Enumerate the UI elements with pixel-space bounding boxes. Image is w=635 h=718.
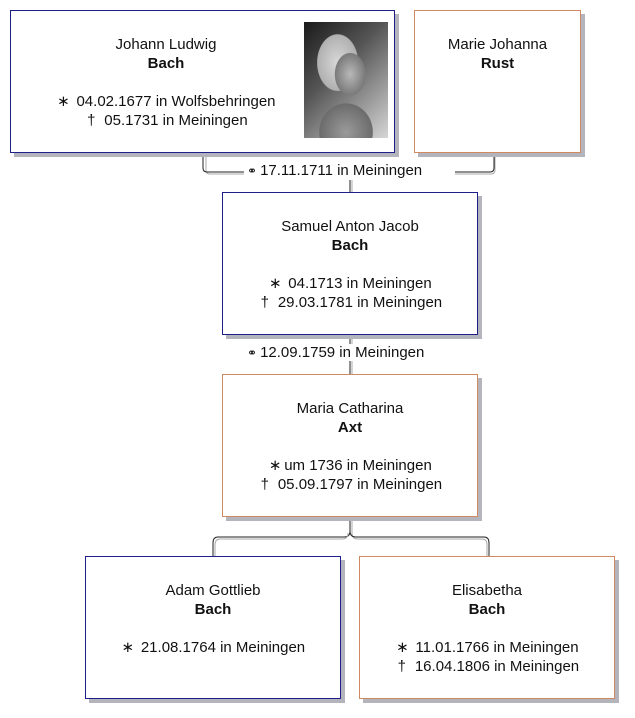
marriage-rings-icon: ⚭ [247, 164, 257, 178]
marriage-date: 17.11.1711 in Meiningen [260, 162, 423, 179]
person-card-adam-gottlieb[interactable]: Adam Gottlieb Bach ∗21.08.1764 in Meinin… [85, 556, 341, 699]
birth-event: ∗11.01.1766 in Meiningen [396, 639, 579, 656]
death-cross-icon: † [260, 294, 270, 311]
marriage-date: 12.09.1759 in Meiningen [260, 344, 425, 361]
portrait-photo[interactable] [304, 22, 388, 138]
birth-star-icon: ∗ [268, 457, 282, 474]
death-cross-icon: † [397, 658, 407, 675]
birth-event: ∗04.02.1677 in Wolfsbehringen [57, 93, 276, 110]
marriage-label: ⚭17.11.1711 in Meiningen [244, 162, 426, 179]
surname: Rust [480, 55, 515, 72]
birth-star-icon: ∗ [121, 639, 135, 656]
death-event: †16.04.1806 in Meiningen [360, 657, 614, 676]
birth-star-icon: ∗ [396, 639, 409, 656]
given-name: Johann Ludwig [115, 36, 217, 53]
marriage-label: ⚭12.09.1759 in Meiningen [244, 344, 428, 361]
given-name: Marie Johanna [447, 36, 548, 53]
birth-event: ∗21.08.1764 in Meiningen [121, 639, 306, 656]
given-name: Adam Gottlieb [165, 582, 261, 599]
death-event: †29.03.1781 in Meiningen [223, 293, 477, 312]
surname: Bach [194, 601, 232, 618]
surname: Bach [468, 601, 506, 618]
birth-event: ∗04.1713 in Meiningen [268, 275, 432, 292]
death-event: †05.09.1797 in Meiningen [223, 475, 477, 494]
person-card-marie-johanna[interactable]: Marie Johanna Rust [414, 10, 581, 153]
death-cross-icon: † [87, 112, 96, 129]
surname: Bach [147, 55, 185, 72]
person-card-samuel-anton-jacob[interactable]: Samuel Anton Jacob Bach ∗04.1713 in Mein… [222, 192, 478, 335]
given-name: Samuel Anton Jacob [281, 218, 419, 235]
death-event: †05.1731 in Meiningen [11, 111, 321, 130]
person-card-maria-catharina[interactable]: Maria Catharina Axt ∗um 1736 in Meininge… [222, 374, 478, 517]
birth-star-icon: ∗ [268, 275, 282, 292]
surname: Bach [331, 237, 369, 254]
death-cross-icon: † [260, 476, 270, 493]
birth-star-icon: ∗ [57, 93, 70, 110]
given-name: Maria Catharina [296, 400, 404, 417]
given-name: Elisabetha [451, 582, 523, 599]
person-card-elisabetha[interactable]: Elisabetha Bach ∗11.01.1766 in Meiningen… [359, 556, 615, 699]
birth-event: ∗um 1736 in Meiningen [268, 457, 432, 474]
surname: Axt [337, 419, 363, 436]
marriage-rings-icon: ⚭ [247, 346, 257, 360]
